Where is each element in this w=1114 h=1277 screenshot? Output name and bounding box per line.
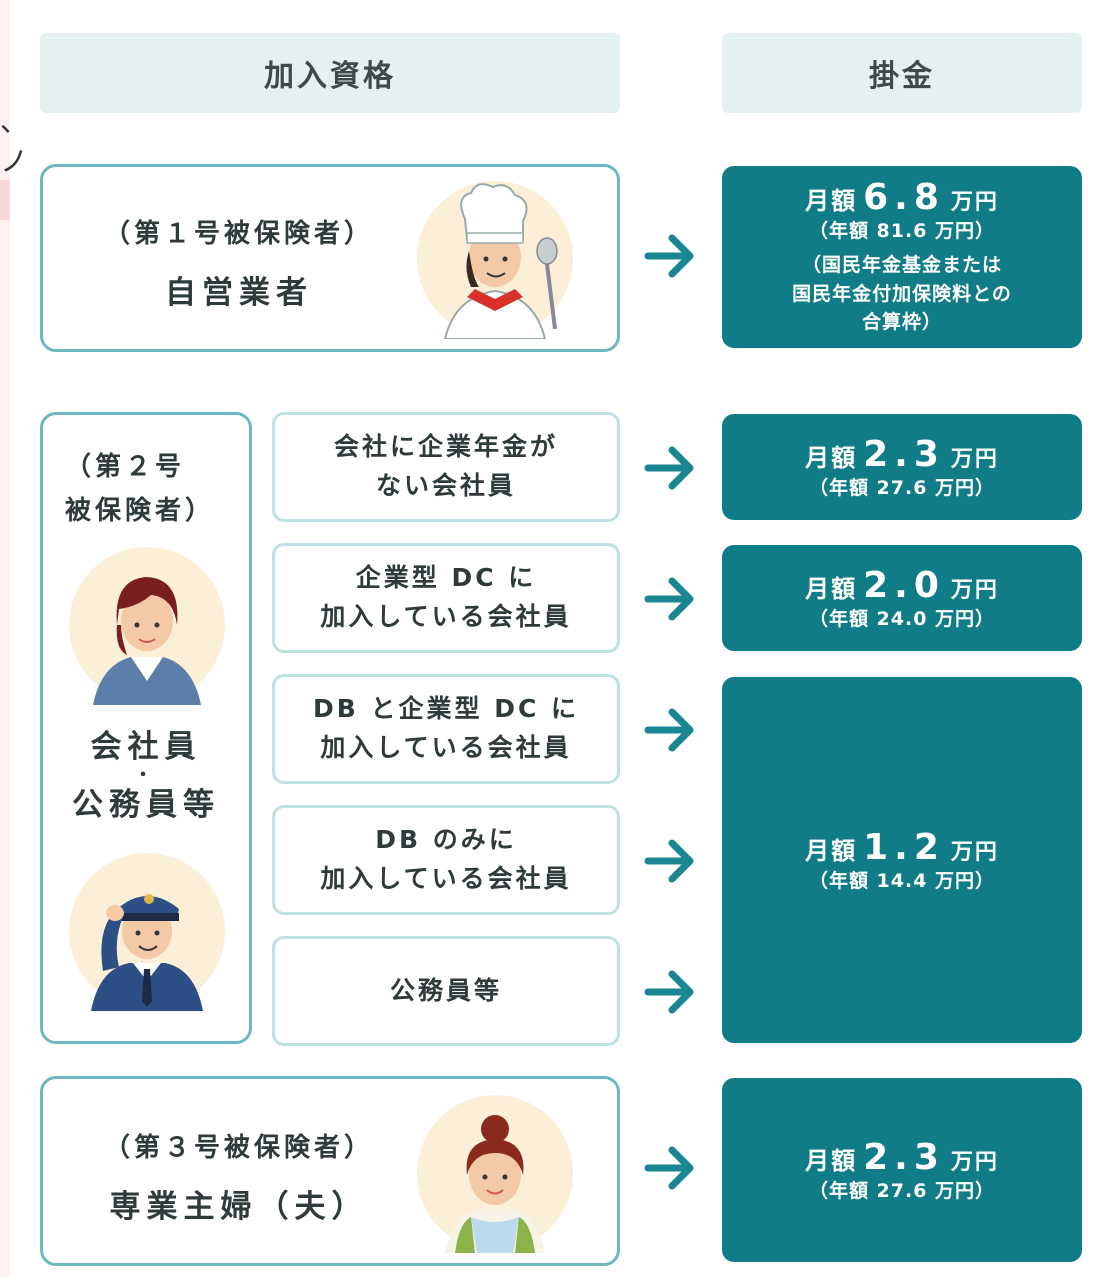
monthly-prefix: 月額: [805, 575, 858, 603]
monthly-prefix: 月額: [805, 187, 858, 216]
item-line: ない会社員: [375, 471, 516, 500]
monthly-number: 2.3: [863, 434, 945, 475]
category-3-title: （第３号被保険者）: [103, 1133, 374, 1163]
monthly-prefix: 月額: [805, 837, 858, 865]
public-servant-card: 公務員等: [272, 936, 620, 1046]
item-line: 加入している会社員: [320, 733, 572, 762]
header-eligibility: 加入資格: [40, 33, 620, 113]
category-2-title: （第２号 被保険者）: [43, 445, 249, 533]
category-2-label-separator: ・: [134, 765, 158, 787]
housewife-avatar-icon: [417, 1095, 573, 1253]
item-line: DB と企業型 DC に: [312, 694, 580, 724]
monthly-unit: 万円: [950, 840, 999, 865]
arrow-right-icon: [644, 970, 694, 1014]
header-contribution: 掛金: [722, 33, 1082, 113]
category-1-card: （第１号被保険者） 自営業者: [40, 164, 620, 352]
item-line: 加入している会社員: [320, 602, 572, 631]
note-line: 国民年金付加保険料との: [792, 282, 1012, 305]
monthly-unit: 万円: [950, 447, 999, 472]
arrow-right-icon: [644, 446, 694, 490]
monthly-unit: 万円: [950, 190, 999, 216]
category-2-card: （第２号 被保険者） 会社員 ・ 公務員等: [40, 412, 252, 1044]
item-line: DB のみに: [375, 825, 517, 855]
monthly-prefix: 月額: [805, 1147, 858, 1175]
amount-db-and-public: 月額 1.2 万円 （年額 14.4 万円）: [722, 677, 1082, 1043]
amount-dc: 月額 2.0 万円 （年額 24.0 万円）: [722, 545, 1082, 651]
edge-glyph: ノ: [0, 145, 29, 178]
page-edge-strip: [0, 0, 10, 1277]
monthly-amount: 月額 2.0 万円: [805, 565, 999, 606]
monthly-amount: 月額 2.3 万円: [805, 434, 999, 475]
category-3-label: 専業主婦（夫）: [109, 1189, 369, 1225]
category-2-title-line: 被保険者）: [65, 496, 216, 527]
yearly-amount: （年額 27.6 万円）: [808, 477, 996, 499]
category-3-card: （第３号被保険者） 専業主婦（夫）: [40, 1076, 620, 1266]
category-1-label: 自営業者: [165, 275, 313, 311]
item-line: 加入している会社員: [320, 864, 572, 893]
monthly-number: 2.3: [863, 1137, 945, 1178]
note-line: （国民年金基金または: [801, 254, 1002, 277]
arrow-right-icon: [644, 1146, 694, 1190]
category-2-label-line: 会社員: [90, 729, 202, 765]
combined-limit-note: （国民年金基金または 国民年金付加保険料との 合算枠）: [792, 251, 1012, 337]
monthly-number: 1.2: [863, 827, 945, 868]
page-edge-highlight: [0, 180, 10, 220]
office-woman-avatar-icon: [69, 547, 225, 705]
edge-glyph: 、: [0, 105, 29, 138]
monthly-amount: 月額 1.2 万円: [805, 827, 999, 868]
monthly-number: 2.0: [863, 565, 945, 606]
monthly-unit: 万円: [950, 578, 999, 603]
yearly-amount: （年額 81.6 万円）: [808, 220, 996, 243]
officer-avatar-icon: [69, 853, 225, 1011]
chef-avatar-icon: [417, 181, 573, 339]
category-2-title-line: （第２号: [65, 452, 186, 482]
monthly-unit: 万円: [950, 1150, 999, 1175]
monthly-number: 6.8: [863, 177, 945, 219]
employee-no-pension-card: 会社に企業年金がない会社員: [272, 412, 620, 522]
item-line: 企業型 DC に: [355, 563, 537, 593]
employee-db-dc-card: DB と企業型 DC に加入している会社員: [272, 674, 620, 784]
header-contribution-label: 掛金: [869, 59, 935, 94]
category-2-label: 会社員 ・ 公務員等: [43, 727, 249, 826]
arrow-right-icon: [644, 577, 694, 621]
item-line: 公務員等: [389, 975, 502, 1005]
employee-dc-card: 企業型 DC に加入している会社員: [272, 543, 620, 653]
item-line: 会社に企業年金が: [333, 432, 558, 462]
amount-no-pension: 月額 2.3 万円 （年額 27.6 万円）: [722, 414, 1082, 520]
category-1-title: （第１号被保険者）: [103, 219, 374, 249]
monthly-amount: 月額 2.3 万円: [805, 1137, 999, 1178]
yearly-amount: （年額 14.4 万円）: [808, 870, 996, 892]
arrow-right-icon: [644, 234, 694, 278]
amount-category-3: 月額 2.3 万円 （年額 27.6 万円）: [722, 1078, 1082, 1262]
arrow-right-icon: [644, 839, 694, 883]
category-2-label-line: 公務員等: [72, 787, 220, 824]
employee-db-only-card: DB のみに加入している会社員: [272, 805, 620, 915]
yearly-amount: （年額 27.6 万円）: [808, 1180, 996, 1202]
arrow-right-icon: [644, 708, 694, 752]
monthly-amount: 月額 6.8 万円: [805, 177, 999, 218]
note-line: 合算枠）: [861, 311, 942, 334]
yearly-amount: （年額 24.0 万円）: [808, 608, 996, 630]
header-eligibility-label: 加入資格: [264, 59, 396, 94]
monthly-prefix: 月額: [805, 444, 858, 472]
amount-category-1: 月額 6.8 万円 （年額 81.6 万円） （国民年金基金または 国民年金付加…: [722, 166, 1082, 348]
